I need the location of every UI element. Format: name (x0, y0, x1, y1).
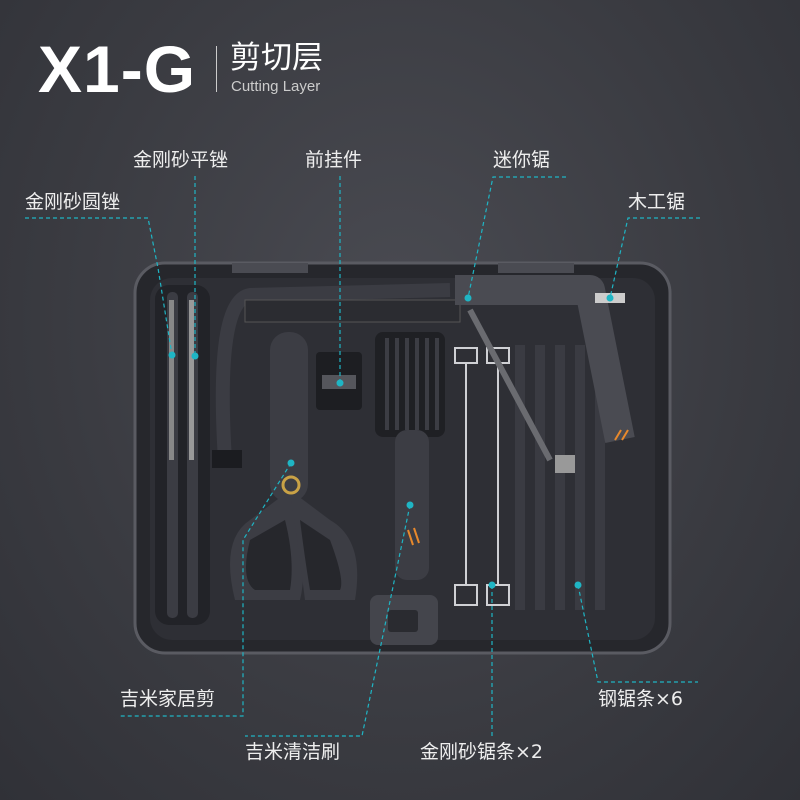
leader-lines (25, 176, 700, 737)
label-round-file: 金刚砂圆锉 (25, 191, 121, 213)
wood-saw (455, 275, 635, 443)
title-divider (216, 46, 217, 92)
label-steel-blades: 钢锯条×6 (598, 688, 684, 710)
steel-blades (515, 345, 605, 610)
label-front-hanger: 前挂件 (305, 149, 363, 171)
label-wood-saw: 木工锯 (628, 191, 686, 213)
layer-subtitle: Cutting Layer (231, 78, 321, 95)
label-scissors: 吉米家居剪 (120, 688, 216, 710)
model-name: X1-G (38, 32, 197, 106)
label-brush: 吉米清洁刷 (245, 741, 341, 763)
layer-title: 剪切层 (230, 40, 323, 76)
mini-saw (215, 283, 451, 467)
marker-dots (168, 294, 614, 589)
label-flat-file: 金刚砂平锉 (133, 149, 229, 171)
label-diamond-blades: 金刚砂锯条×2 (420, 741, 544, 763)
label-mini-saw: 迷你锯 (493, 149, 551, 171)
scissors (270, 332, 308, 502)
